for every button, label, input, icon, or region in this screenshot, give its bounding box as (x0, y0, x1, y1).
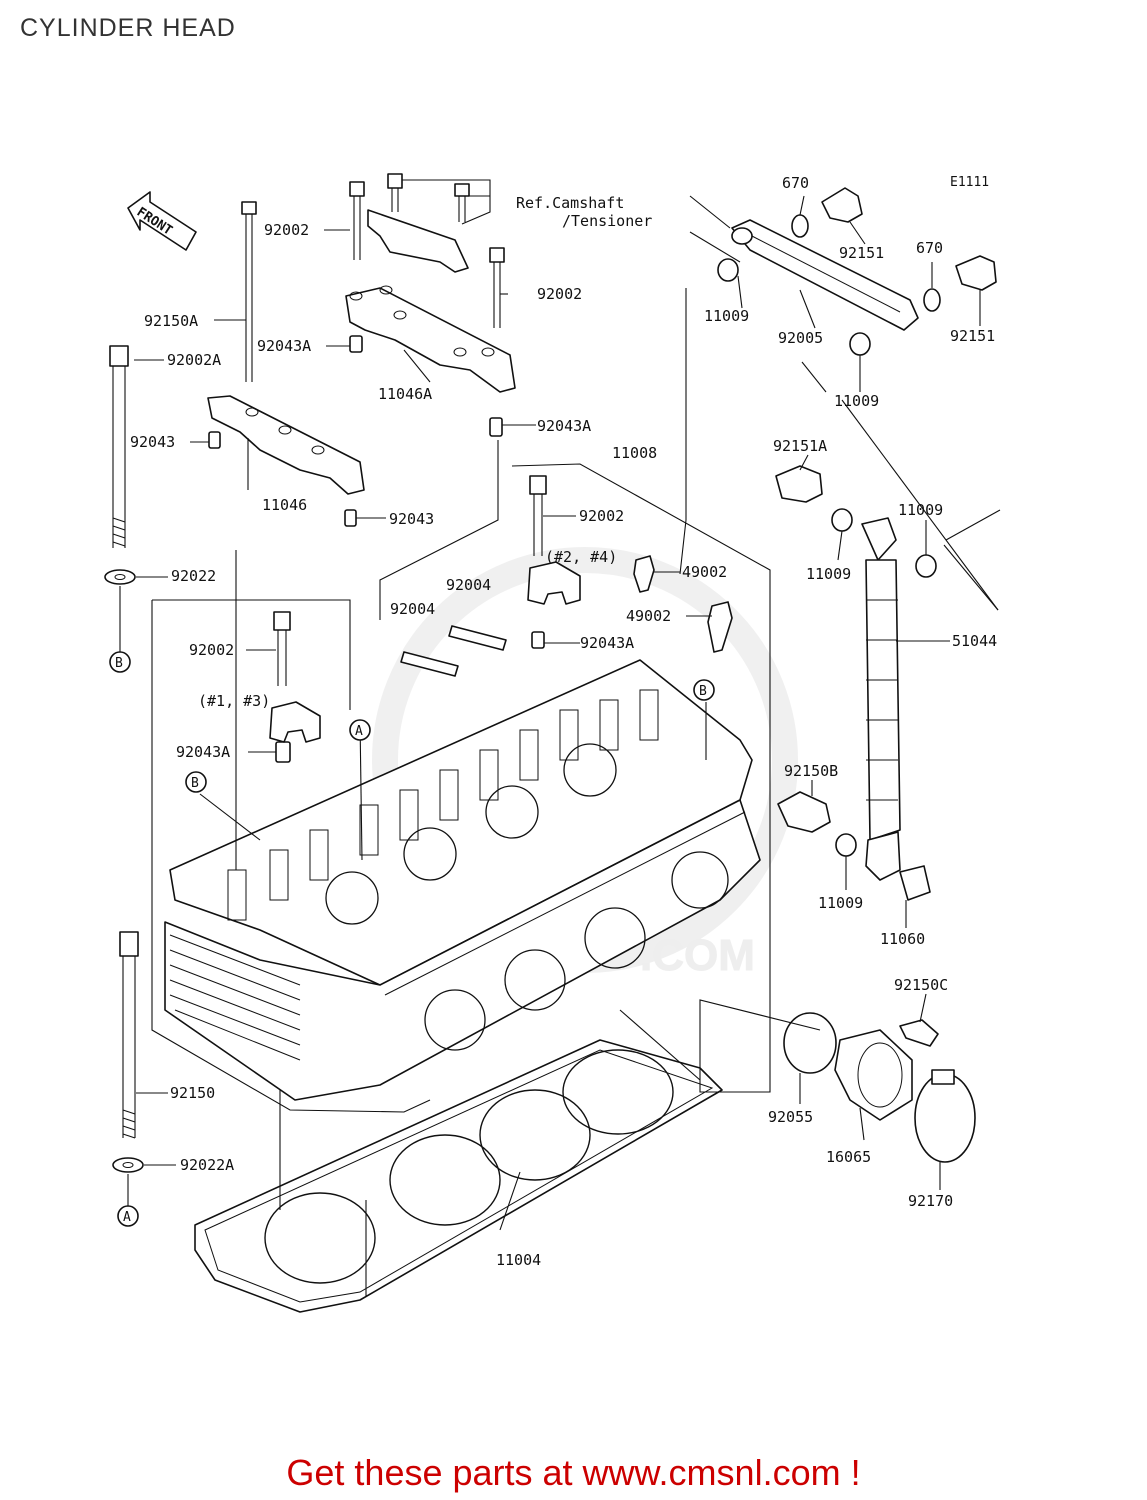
part-label: 92043 (389, 510, 434, 528)
bolt-92150 (119, 931, 139, 1139)
part-label: 11009 (704, 307, 749, 325)
nipple-49002 (633, 555, 733, 653)
part-label: 670 (916, 239, 943, 257)
group-note-rear: (#2, #4) (545, 548, 617, 566)
part-label: 92150B (784, 762, 838, 780)
ref-mark-label: B (191, 776, 199, 791)
ref-note-line2: /Tensioner (562, 212, 652, 230)
dowel-pins (208, 335, 545, 763)
bolt-92002-low (273, 611, 291, 686)
part-label: 92043A (580, 634, 634, 652)
ref-mark-label: B (699, 684, 707, 699)
ref-mark-b-3: B (693, 679, 715, 701)
part-label: 92022 (171, 567, 216, 585)
part-label: 11004 (496, 1251, 541, 1269)
part-label: 49002 (682, 563, 727, 581)
camshaft-holder-11046 (207, 395, 365, 495)
ref-note-line1: Ref.Camshaft (516, 194, 624, 212)
footer-promo[interactable]: Get these parts at www.cmsnl.com ! (0, 1452, 1147, 1494)
part-label: 92002 (264, 221, 309, 239)
washer-92022 (104, 569, 136, 585)
stud-92004 (400, 625, 507, 677)
part-label: 92170 (908, 1192, 953, 1210)
part-label: 92004 (446, 576, 491, 594)
ref-mark-b-1: B (109, 651, 131, 673)
watermark-text: .COM (640, 931, 755, 980)
page-title: CYLINDER HEAD (20, 14, 236, 42)
bolt-92002A (109, 345, 129, 548)
part-label: 92151 (839, 244, 884, 262)
part-label: 92022A (180, 1156, 234, 1174)
part-label: 92043A (176, 743, 230, 761)
part-label: 92151 (950, 327, 995, 345)
bolt-92150C (899, 1019, 939, 1047)
part-label: 92150 (170, 1084, 215, 1102)
part-label: 51044 (952, 632, 997, 650)
leader-lines (119, 195, 1001, 1231)
camshaft-holder-11046A (345, 209, 516, 393)
part-label: 11046 (262, 496, 307, 514)
part-label: 92005 (778, 329, 823, 347)
exploded-parts-diagram: .COM E1111 FRONT Ref.Camshaft /Tensioner (104, 173, 1001, 1313)
oil-pipe-92005 (731, 219, 919, 331)
ref-mark-a-2: A (117, 1205, 139, 1227)
head-gasket-11004 (194, 1039, 723, 1313)
part-label: 11008 (612, 444, 657, 462)
bolt-92002-mid (529, 475, 547, 556)
part-label: 11009 (818, 894, 863, 912)
part-label: 670 (782, 174, 809, 192)
holder-16065 (834, 1029, 913, 1121)
cap-front-pair (269, 701, 321, 743)
part-label: 11060 (880, 930, 925, 948)
part-label: 16065 (826, 1148, 871, 1166)
part-label: 92043A (257, 337, 311, 355)
part-label: 92151A (773, 437, 827, 455)
washer-92022A (112, 1157, 144, 1173)
part-label: 49002 (626, 607, 671, 625)
part-label: 92002 (189, 641, 234, 659)
part-label: 92043 (130, 433, 175, 451)
ref-mark-label: A (123, 1210, 131, 1225)
part-label: 92002 (579, 507, 624, 525)
banjo-bolt-92151 (775, 187, 997, 833)
part-label: 11046A (378, 385, 432, 403)
group-note-front: (#1, #3) (198, 692, 270, 710)
part-label: 92150C (894, 976, 948, 994)
ref-mark-a-1: A (349, 719, 371, 741)
part-label: 92002A (167, 351, 221, 369)
part-label: 92004 (390, 600, 435, 618)
front-arrow-icon: FRONT (127, 191, 197, 251)
part-label: 92043A (537, 417, 591, 435)
part-label: 92150A (144, 312, 198, 330)
oring-92055 (783, 1012, 837, 1074)
part-label: 11009 (806, 565, 851, 583)
diagram-code: E1111 (950, 175, 989, 190)
cylinder-head-11008 (164, 659, 761, 1101)
part-label: 11009 (898, 501, 943, 519)
part-label: 92055 (768, 1108, 813, 1126)
part-label: 11009 (834, 392, 879, 410)
bolt-92150A (241, 201, 257, 382)
clamp-92170 (914, 1069, 976, 1163)
part-label: 92002 (537, 285, 582, 303)
ref-mark-label: A (355, 724, 363, 739)
cap-rear-pair (527, 561, 581, 605)
ref-mark-b-2: B (185, 771, 207, 793)
reference-brackets (151, 288, 821, 1296)
collar-11060 (899, 865, 931, 901)
footer-promo-text[interactable]: Get these parts at www.cmsnl.com ! (286, 1452, 861, 1493)
ref-mark-label: B (115, 656, 123, 671)
part-labels: 92002 92002 92150A 92002A 92043A 11046A … (130, 174, 997, 1269)
bolt-92002-top (349, 173, 505, 328)
oil-hose-51044 (861, 517, 901, 881)
